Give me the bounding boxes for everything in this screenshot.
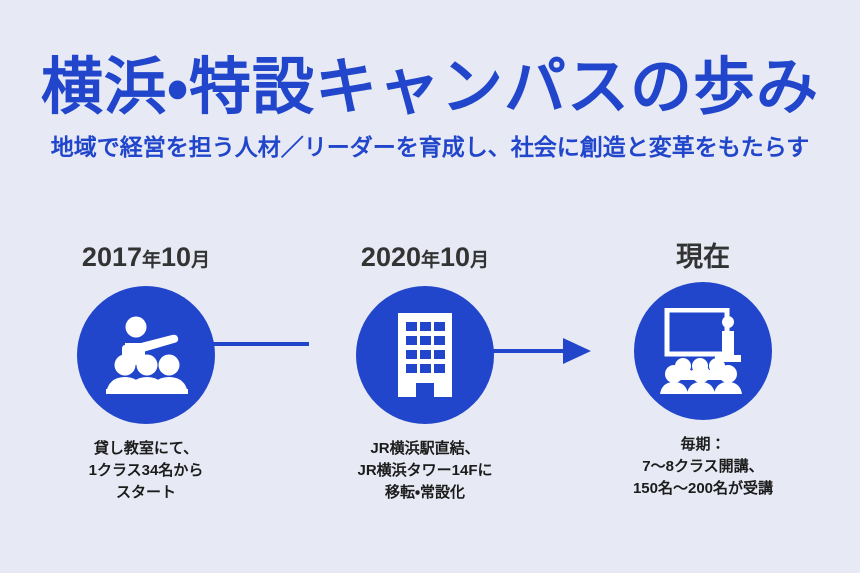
step-date-present: 現在 bbox=[676, 242, 730, 272]
connector-line bbox=[213, 334, 309, 354]
step-icon-circle bbox=[356, 286, 494, 424]
classroom-instructor-icon bbox=[103, 315, 189, 395]
step-date-label: 2017年10月 bbox=[26, 240, 266, 278]
step-date-label: 2020年10月 bbox=[305, 240, 545, 278]
timeline-step-2017: 2017年10月 bbox=[26, 240, 266, 504]
lecture-hall-audience-icon bbox=[657, 308, 749, 394]
step-caption: JR横浜駅直結、 JR横浜タワー14Fに 移転・常設化 bbox=[305, 438, 545, 504]
timeline: 2017年10月 bbox=[0, 240, 860, 540]
step-date-year: 2020 bbox=[360, 242, 421, 272]
step-caption-line: スタート bbox=[115, 484, 176, 501]
step-date-year-unit: 年 bbox=[142, 250, 162, 271]
page-title: 横浜・特設キャンパスの歩み bbox=[40, 53, 820, 122]
step-caption-line: 150名〜200名が受講 bbox=[632, 480, 774, 497]
step-caption-line: JR横浜タワー14Fに bbox=[357, 462, 493, 479]
step-date-month-unit: 月 bbox=[191, 250, 211, 271]
step-caption-line: 貸し教室にて、 bbox=[93, 440, 199, 457]
step-caption-line: 毎期： bbox=[680, 436, 726, 453]
step-date-year-unit: 年 bbox=[421, 250, 441, 271]
step-caption-line: 1クラス34名から bbox=[88, 462, 204, 479]
timeline-step-present: 現在 bbox=[583, 240, 823, 500]
step-icon-circle bbox=[634, 282, 772, 420]
page-subtitle: 地域で経営を担う人材／リーダーを育成し、社会に創造と変革をもたらす bbox=[50, 134, 810, 160]
step-date-month: 10 bbox=[440, 242, 471, 272]
step-caption: 毎期： 7〜8クラス開講、 150名〜200名が受講 bbox=[583, 434, 823, 500]
step-icon-circle bbox=[77, 286, 215, 424]
step-caption: 貸し教室にて、 1クラス34名から スタート bbox=[26, 438, 266, 504]
step-caption-line: 7〜8クラス開講、 bbox=[642, 458, 764, 475]
timeline-step-2020: 2020年10月 bbox=[305, 240, 545, 504]
step-date-label: 現在 bbox=[583, 240, 823, 274]
step-date-month-unit: 月 bbox=[470, 250, 490, 271]
connector-arrow bbox=[491, 334, 591, 364]
step-caption-line: 移転・常設化 bbox=[384, 484, 466, 501]
step-caption-line: JR横浜駅直結、 bbox=[370, 440, 480, 457]
step-date-month: 10 bbox=[161, 242, 192, 272]
header: 横浜・特設キャンパスの歩み 地域で経営を担う人材／リーダーを育成し、社会に創造と… bbox=[0, 52, 860, 162]
office-building-icon bbox=[388, 313, 462, 397]
step-date-year: 2017 bbox=[81, 242, 142, 272]
